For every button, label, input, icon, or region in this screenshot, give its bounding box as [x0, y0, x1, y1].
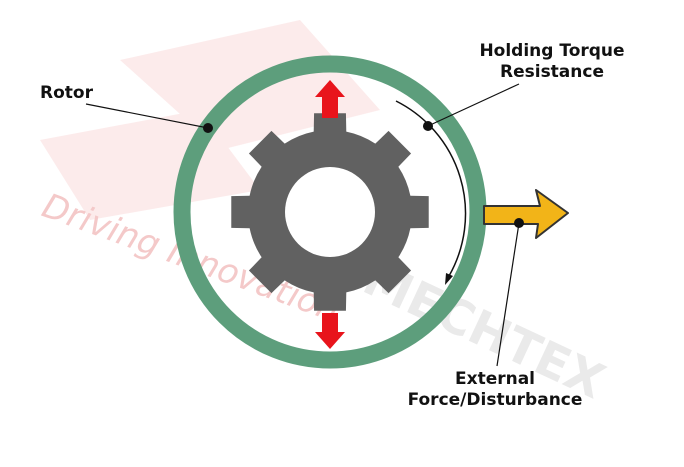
holding-torque-leader-dot — [423, 121, 433, 131]
rotor-label: Rotor — [40, 83, 94, 103]
holding-torque-arc — [395, 100, 467, 277]
holding-torque-label-line2: Resistance — [500, 62, 604, 82]
holding-torque-label-line1: Holding Torque — [479, 41, 624, 61]
external-force-leader-dot — [514, 218, 524, 228]
external-force-label-line2: Force/Disturbance — [408, 390, 583, 410]
red-arrow-down-icon — [315, 313, 345, 349]
holding-torque-arrowhead-icon — [445, 273, 453, 285]
red-arrow-up-icon — [315, 80, 345, 118]
external-force-label-line1: External — [455, 369, 535, 389]
rotor-ring — [173, 55, 487, 369]
yellow-force-arrow-icon — [483, 189, 569, 239]
gear-hole — [285, 167, 375, 257]
rotor-leader-dot — [203, 123, 213, 133]
gear — [231, 113, 429, 311]
holding-torque-leader-line — [427, 83, 520, 127]
external-force-leader-line — [496, 222, 520, 367]
rotor-leader-line — [85, 103, 209, 129]
